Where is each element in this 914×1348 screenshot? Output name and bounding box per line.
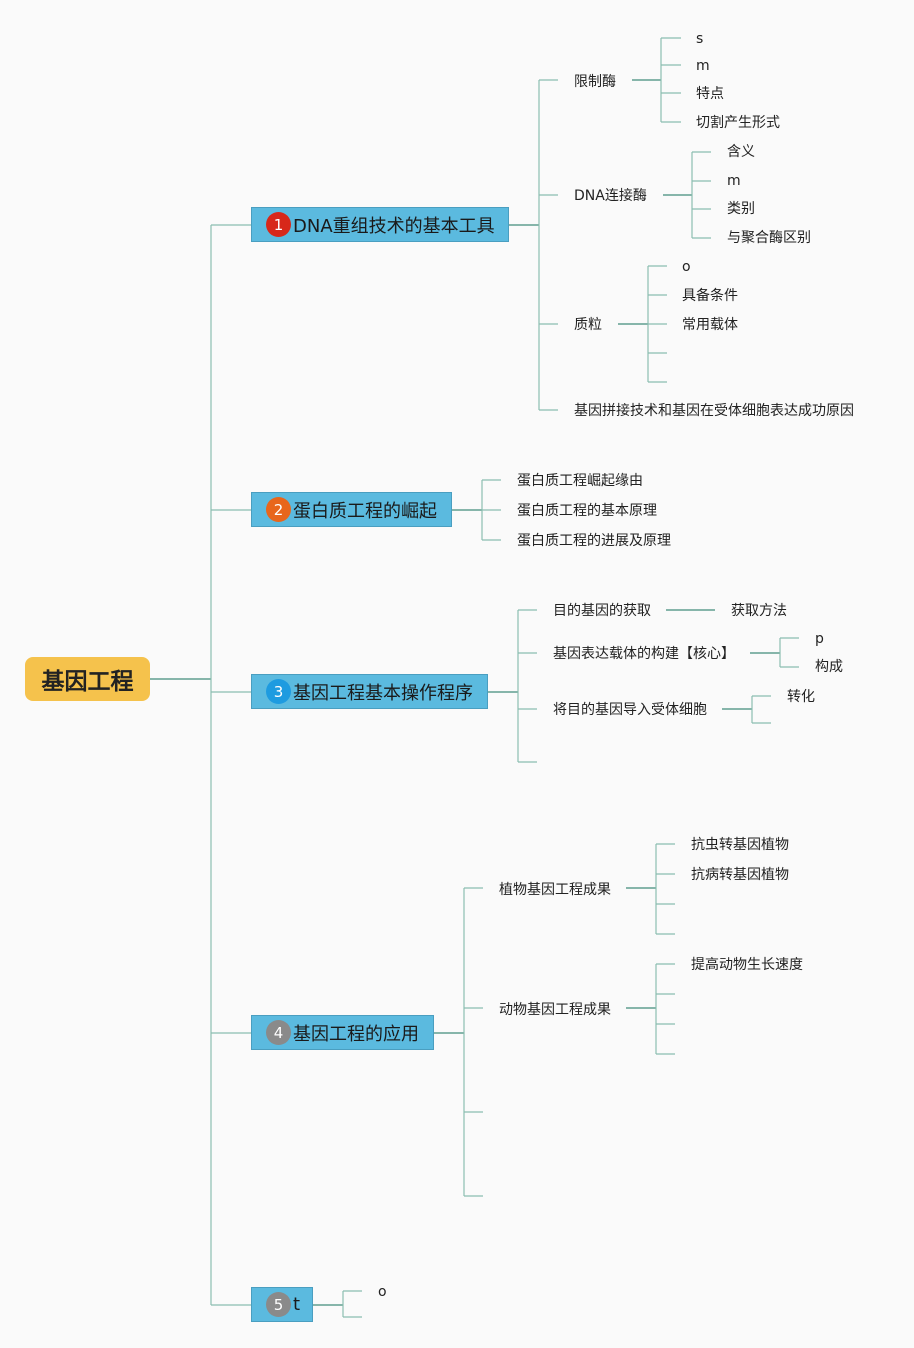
subtopic-label[interactable]: 蛋白质工程的基本原理: [517, 503, 657, 519]
leaf-label[interactable]: 提高动物生长速度: [691, 957, 803, 973]
subtopic-label[interactable]: 限制酶: [574, 74, 616, 90]
number-badge-icon: 4: [266, 1020, 291, 1045]
leaf-label[interactable]: 常用载体: [682, 317, 738, 333]
number-badge-icon: 1: [266, 212, 291, 237]
subtopic-label[interactable]: 基因拼接技术和基因在受体细胞表达成功原因: [574, 403, 854, 419]
root-label: 基因工程: [41, 669, 134, 695]
leaf-label[interactable]: 构成: [815, 659, 843, 675]
subtopic-label[interactable]: 蛋白质工程崛起缘由: [517, 473, 643, 489]
branch-label: 基因工程基本操作程序: [293, 682, 473, 704]
leaf-label[interactable]: 转化: [787, 689, 815, 705]
leaf-label[interactable]: m: [727, 173, 741, 189]
branch-label: t: [293, 1294, 301, 1315]
leaf-label[interactable]: 抗虫转基因植物: [691, 837, 789, 853]
branch-label: 蛋白质工程的崛起: [293, 500, 437, 522]
leaf-label[interactable]: 特点: [696, 86, 724, 102]
branch-label: DNA重组技术的基本工具: [293, 215, 495, 237]
leaf-label[interactable]: 含义: [727, 144, 755, 160]
subtopic-label[interactable]: 动物基因工程成果: [499, 1002, 611, 1018]
number-badge-icon: 5: [266, 1292, 291, 1317]
leaf-label[interactable]: 类别: [727, 201, 755, 217]
subtopic-label[interactable]: 基因表达载体的构建【核心】: [553, 646, 735, 662]
leaf-label[interactable]: p: [815, 631, 824, 647]
leaf-label[interactable]: 抗病转基因植物: [691, 867, 789, 883]
leaf-label[interactable]: 具备条件: [682, 288, 738, 304]
leaf-label[interactable]: s: [696, 31, 704, 47]
leaf-label[interactable]: m: [696, 58, 710, 74]
subtopic-label[interactable]: 目的基因的获取: [553, 603, 651, 619]
leaf-label[interactable]: 与聚合酶区别: [727, 230, 811, 246]
leaf-label[interactable]: 切割产生形式: [696, 115, 780, 131]
subtopic-label[interactable]: 植物基因工程成果: [499, 882, 611, 898]
number-badge-icon: 3: [266, 679, 291, 704]
subtopic-label[interactable]: 质粒: [574, 317, 602, 333]
number-badge-icon: 2: [266, 497, 291, 522]
subtopic-label[interactable]: DNA连接酶: [574, 188, 647, 204]
leaf-label[interactable]: 获取方法: [731, 603, 787, 619]
subtopic-label[interactable]: 蛋白质工程的进展及原理: [517, 533, 671, 549]
subtopic-label[interactable]: o: [378, 1284, 387, 1300]
branch-label: 基因工程的应用: [293, 1023, 419, 1045]
leaf-label[interactable]: o: [682, 259, 691, 275]
subtopic-label[interactable]: 将目的基因导入受体细胞: [553, 702, 707, 718]
root-node[interactable]: 基因工程: [25, 657, 150, 701]
